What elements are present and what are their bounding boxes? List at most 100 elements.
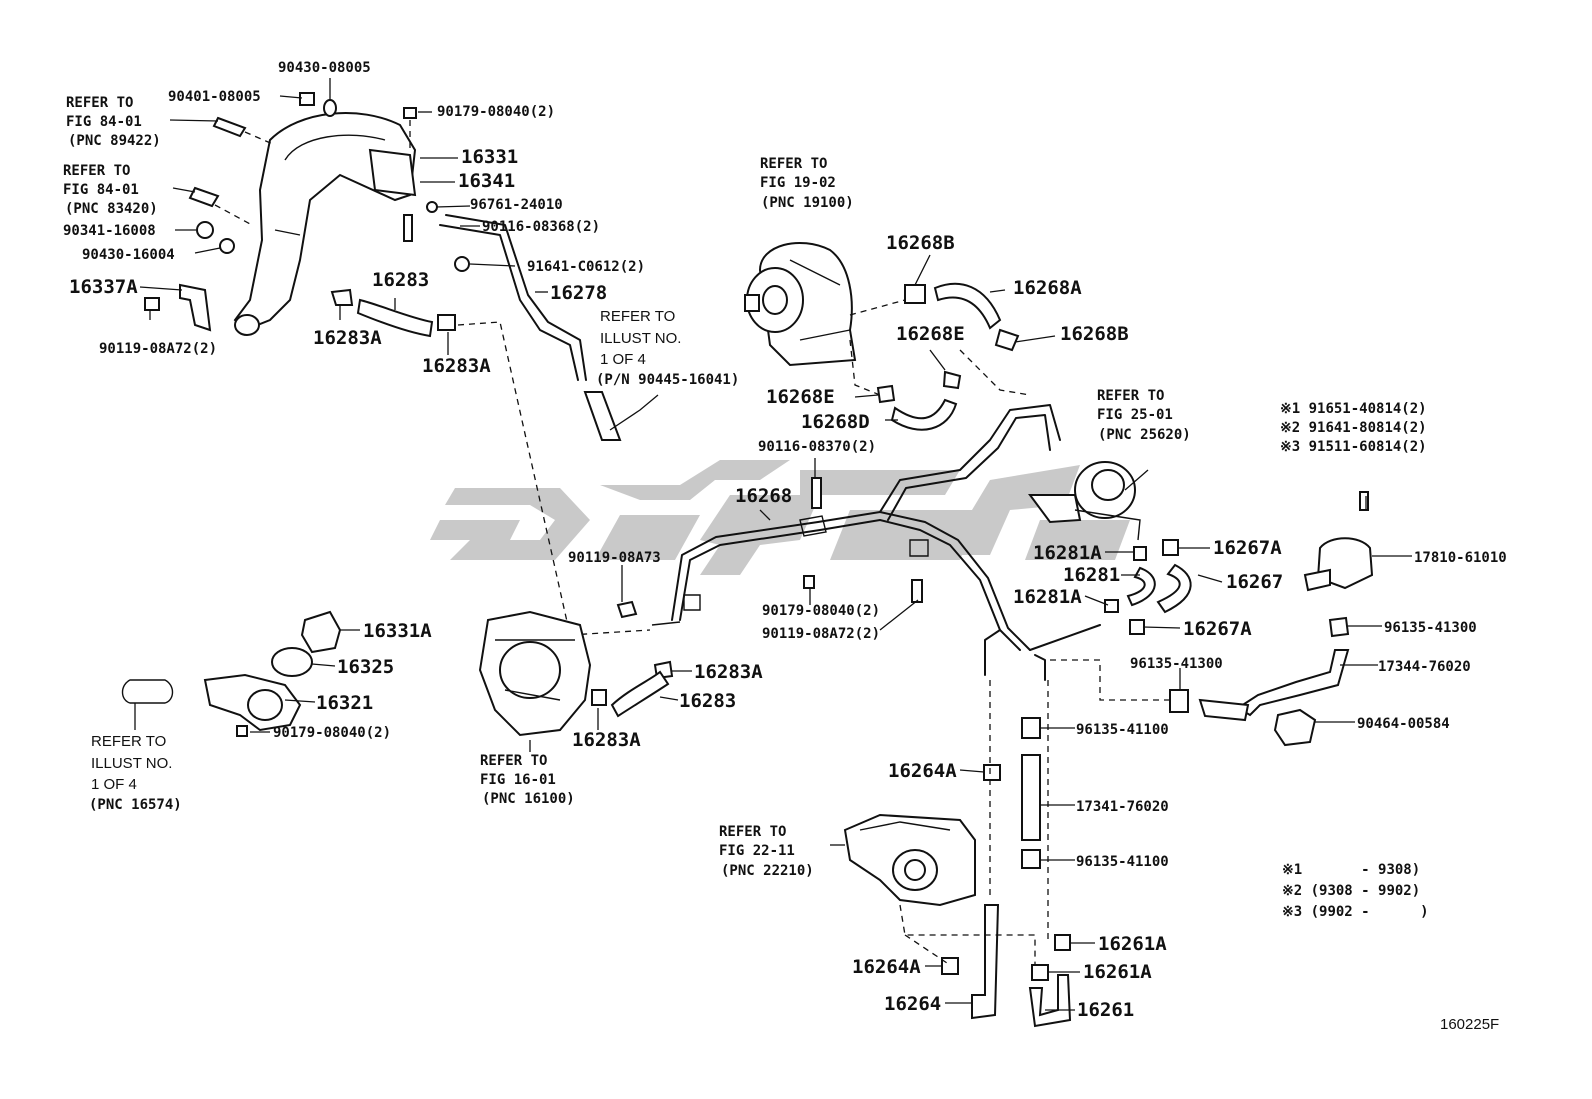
svg-text:REFER TO: REFER TO [480, 753, 547, 769]
label-16283a-low1: 16283A [694, 661, 763, 683]
bolt-90179-top [403, 107, 417, 119]
svg-text:FIG 84-01: FIG 84-01 [63, 182, 139, 198]
label-90179-08040-top: 90179-08040(2) [437, 104, 555, 120]
clamp-16261a-top [1054, 934, 1071, 951]
svg-text:FIG 19-02: FIG 19-02 [760, 175, 836, 191]
label-16267a-bot: 16267A [1183, 618, 1252, 640]
clamp-16264a-top [983, 764, 1001, 781]
svg-text:FIG 25-01: FIG 25-01 [1097, 407, 1173, 423]
label-90341-16008: 90341-16008 [63, 223, 156, 239]
hose-16267 [1156, 563, 1192, 614]
label-16283-top: 16283 [372, 269, 429, 291]
pump-fig19 [744, 241, 857, 367]
svg-text:REFER TO: REFER TO [600, 308, 675, 325]
label-90179-08040-mid: 90179-08040(2) [762, 603, 880, 619]
bolt-90119-left [144, 297, 160, 311]
label-90464-00584: 90464-00584 [1357, 716, 1450, 732]
svg-text:1 OF 4: 1 OF 4 [91, 776, 137, 793]
valve-fig25 [1028, 461, 1149, 541]
svg-text:1 OF 4: 1 OF 4 [600, 351, 646, 368]
clamp-16267a-bot [1129, 619, 1145, 635]
label-90119-08a73: 90119-08A73 [568, 550, 661, 566]
stud-90116-08368 [403, 214, 413, 242]
inlet-opening [247, 689, 283, 721]
hose-17344 [1236, 649, 1350, 717]
svg-text:(PNC 25620): (PNC 25620) [1098, 427, 1191, 443]
label-91641-c0612: 91641-C0612(2) [527, 259, 645, 275]
svg-text:REFER TO: REFER TO [91, 733, 166, 750]
clamp-16283a-low2 [591, 689, 607, 706]
svg-text:※2 91641-80814(2): ※2 91641-80814(2) [1280, 420, 1427, 436]
label-96135-41300-right: 96135-41300 [1384, 620, 1477, 636]
hose-illust-left [121, 679, 174, 704]
gasket-90430-16004 [219, 238, 235, 254]
svg-text:※3 (9902 - ): ※3 (9902 - ) [1282, 904, 1429, 920]
label-16268a: 16268A [1013, 277, 1082, 299]
label-16264a-top: 16264A [888, 760, 957, 782]
label-90179-08040-low: 90179-08040(2) [273, 725, 391, 741]
clamp-16281a-top [1133, 546, 1147, 561]
clamp-96135-41300-right [1328, 616, 1350, 638]
label-90401-08005: 90401-08005 [168, 89, 261, 105]
label-16268e-top: 16268E [896, 323, 965, 345]
label-16283a-mid: 16283A [422, 355, 491, 377]
svg-text:(PNC 16100): (PNC 16100) [482, 791, 575, 807]
svg-text:(PNC 83420): (PNC 83420) [65, 201, 158, 217]
clamp-16283a-left [330, 288, 354, 306]
label-90119-08a72-left: 90119-08A72(2) [99, 341, 217, 357]
clamp-16267a-top [1162, 539, 1179, 556]
clamp-16268e-left [876, 384, 896, 404]
label-16268d: 16268D [801, 411, 870, 433]
hose-16283 [356, 298, 434, 338]
fitting-90464 [1273, 708, 1317, 747]
label-16283a-left: 16283A [313, 327, 382, 349]
label-90116-08370: 90116-08370(2) [758, 439, 876, 455]
thermostat-16331a [300, 610, 342, 654]
label-16268b-right: 16268B [1060, 323, 1129, 345]
label-17810-61010: 17810-61010 [1414, 550, 1507, 566]
stud-90116-08370 [811, 477, 822, 509]
label-16337a: 16337A [69, 276, 138, 298]
plug-90341 [196, 221, 214, 239]
svg-text:(PNC 22210): (PNC 22210) [721, 863, 814, 879]
label-16283a-low2: 16283A [572, 729, 641, 751]
svg-text:ILLUST NO.: ILLUST NO. [91, 755, 172, 772]
reference-fig25: REFER TO FIG 25-01 (PNC 25620) [1097, 388, 1191, 443]
label-16325: 16325 [337, 656, 394, 678]
sensor-83420 [188, 186, 253, 226]
svg-text:FIG 16-01: FIG 16-01 [480, 772, 556, 788]
svg-text:※1 - 9308): ※1 - 9308) [1282, 862, 1420, 878]
label-16281a-top: 16281A [1033, 542, 1102, 564]
plug-90401 [299, 92, 315, 106]
label-16283-low: 16283 [679, 690, 736, 712]
label-16267: 16267 [1226, 571, 1283, 593]
label-96135-41100-top: 96135-41100 [1076, 722, 1169, 738]
clamp-16283a-mid [437, 314, 456, 331]
reference-fig84-b: REFER TO FIG 84-01 (PNC 83420) [63, 163, 158, 217]
bolt-91641 [454, 256, 470, 272]
clamp-16281a-bot [1104, 599, 1119, 613]
throttle-body-fig22 [843, 813, 1036, 966]
label-16278: 16278 [550, 282, 607, 304]
bolt-90119-08a73 [616, 600, 638, 619]
hose-16283-low [610, 670, 670, 718]
svg-text:REFER TO: REFER TO [719, 824, 786, 840]
svg-text:※3 91511-60814(2): ※3 91511-60814(2) [1280, 439, 1427, 455]
label-16264: 16264 [884, 993, 941, 1015]
bracket-16337a [179, 283, 212, 332]
watermark-logo [430, 460, 1130, 575]
filter-17344 [1198, 698, 1250, 722]
label-90430-08005: 90430-08005 [278, 60, 371, 76]
bolt-90179-low [236, 725, 248, 737]
label-16264a-bot: 16264A [852, 956, 921, 978]
svg-text:(PNC 16574): (PNC 16574) [89, 797, 182, 813]
hose-16281 [1126, 566, 1156, 607]
label-17341-76020: 17341-76020 [1076, 799, 1169, 815]
svg-text:(PNC 19100): (PNC 19100) [761, 195, 854, 211]
water-pump-fig16 [478, 610, 592, 737]
reference-fig84-a: REFER TO FIG 84-01 (PNC 89422) [66, 95, 161, 149]
label-16261a-bot: 16261A [1083, 961, 1152, 983]
label-16268: 16268 [735, 485, 792, 507]
